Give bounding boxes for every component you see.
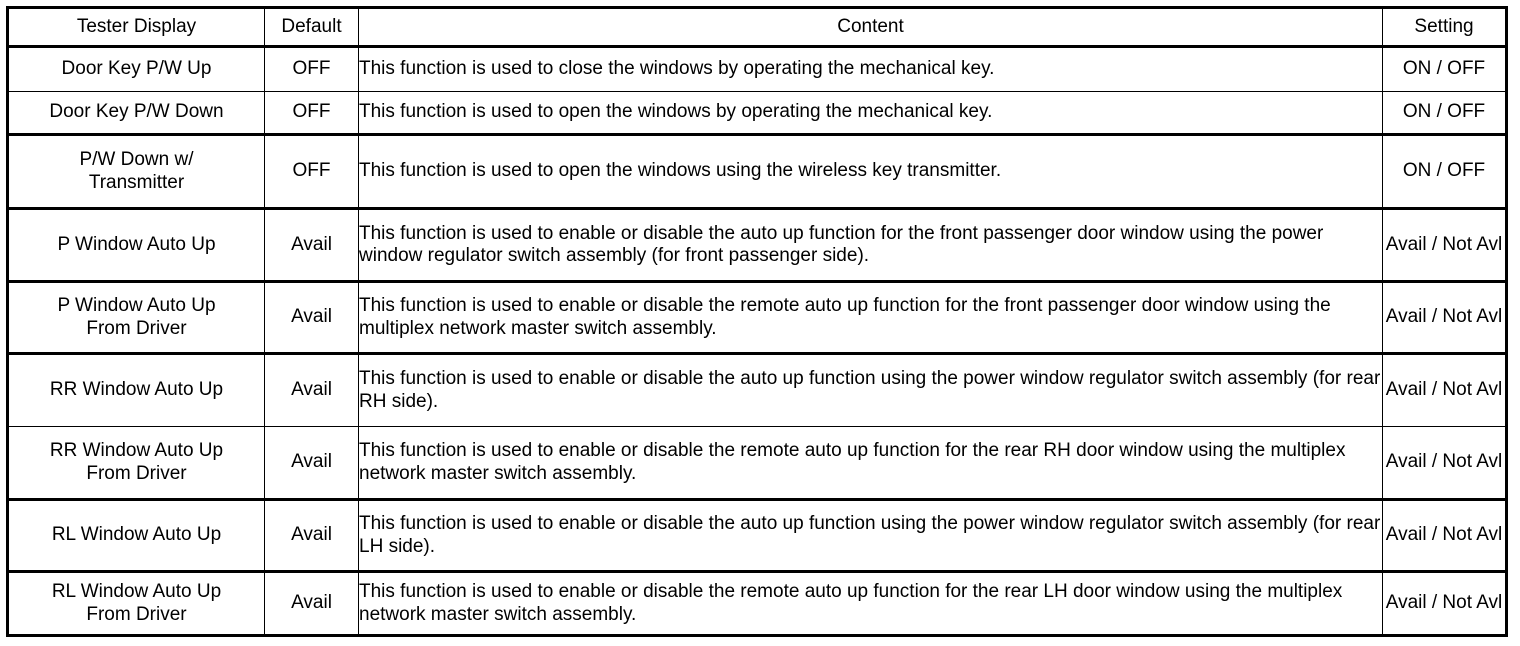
cell-setting: Avail / Not Avl — [1382, 352, 1507, 427]
cell-setting: Avail / Not Avl — [1382, 570, 1507, 636]
table-header: Tester Display Default Content Setting — [7, 7, 1507, 48]
cell-tester-display-line-1: RL Window Auto Up — [51, 581, 222, 603]
cell-tester-display-line-1: P Window Auto Up — [57, 295, 216, 317]
cell-content: This function is used to enable or disab… — [358, 207, 1383, 282]
cell-tester-display: P Window Auto Up — [7, 207, 265, 282]
cell-content: This function is used to enable or disab… — [358, 426, 1383, 500]
cell-content: This function is used to enable or disab… — [358, 498, 1383, 572]
cell-default: Avail — [264, 426, 359, 500]
table-body: Door Key P/W Up OFF This function is use… — [7, 46, 1507, 636]
table-row: RR Window Auto Up Avail This function is… — [7, 352, 1507, 427]
cell-setting: Avail / Not Avl — [1382, 426, 1507, 500]
cell-default: OFF — [264, 133, 359, 209]
column-header-default: Default — [264, 7, 359, 48]
cell-tester-display: P/W Down w/ Transmitter — [7, 133, 265, 209]
cell-tester-display: P Window Auto Up From Driver — [7, 280, 265, 354]
cell-default: OFF — [264, 91, 359, 135]
table-row: P Window Auto Up From Driver Avail This … — [7, 280, 1507, 354]
table-row: Door Key P/W Down OFF This function is u… — [7, 91, 1507, 135]
table-row: Door Key P/W Up OFF This function is use… — [7, 46, 1507, 92]
cell-setting: Avail / Not Avl — [1382, 280, 1507, 354]
cell-tester-display: Door Key P/W Up — [7, 46, 265, 92]
cell-tester-display-line-1: P/W Down w/ — [79, 149, 194, 171]
cell-default: Avail — [264, 498, 359, 572]
cell-content: This function is used to open the window… — [358, 133, 1383, 209]
tester-display-settings-table: Tester Display Default Content Setting D… — [6, 6, 1508, 637]
cell-content: This function is used to enable or disab… — [358, 570, 1383, 636]
column-header-content: Content — [358, 7, 1383, 48]
cell-content: This function is used to close the windo… — [358, 46, 1383, 92]
cell-tester-display: RR Window Auto Up From Driver — [7, 426, 265, 500]
cell-tester-display-line-2: From Driver — [86, 317, 187, 339]
cell-setting: ON / OFF — [1382, 91, 1507, 135]
table-row: P/W Down w/ Transmitter OFF This functio… — [7, 133, 1507, 209]
cell-default: OFF — [264, 46, 359, 92]
cell-setting: ON / OFF — [1382, 46, 1507, 92]
table-row: RL Window Auto Up From Driver Avail This… — [7, 570, 1507, 636]
table-row: P Window Auto Up Avail This function is … — [7, 207, 1507, 282]
cell-default: Avail — [264, 352, 359, 427]
cell-content: This function is used to open the window… — [358, 91, 1383, 135]
cell-tester-display: RR Window Auto Up — [7, 352, 265, 427]
cell-default: Avail — [264, 570, 359, 636]
cell-tester-display: RL Window Auto Up From Driver — [7, 570, 265, 636]
cell-tester-display-line-1: RR Window Auto Up — [49, 440, 224, 462]
column-header-setting: Setting — [1382, 7, 1507, 48]
cell-setting: Avail / Not Avl — [1382, 207, 1507, 282]
cell-tester-display-line-2: Transmitter — [88, 171, 185, 193]
table-row: RL Window Auto Up Avail This function is… — [7, 498, 1507, 572]
cell-tester-display: RL Window Auto Up — [7, 498, 265, 572]
cell-content: This function is used to enable or disab… — [358, 352, 1383, 427]
cell-setting: ON / OFF — [1382, 133, 1507, 209]
table-row: RR Window Auto Up From Driver Avail This… — [7, 426, 1507, 500]
cell-tester-display-line-2: From Driver — [86, 603, 187, 625]
cell-tester-display-line-2: From Driver — [86, 462, 187, 484]
cell-content: This function is used to enable or disab… — [358, 280, 1383, 354]
cell-setting: Avail / Not Avl — [1382, 498, 1507, 572]
header-row: Tester Display Default Content Setting — [7, 7, 1507, 48]
cell-tester-display: Door Key P/W Down — [7, 91, 265, 135]
cell-default: Avail — [264, 207, 359, 282]
cell-default: Avail — [264, 280, 359, 354]
column-header-tester-display: Tester Display — [7, 7, 265, 48]
